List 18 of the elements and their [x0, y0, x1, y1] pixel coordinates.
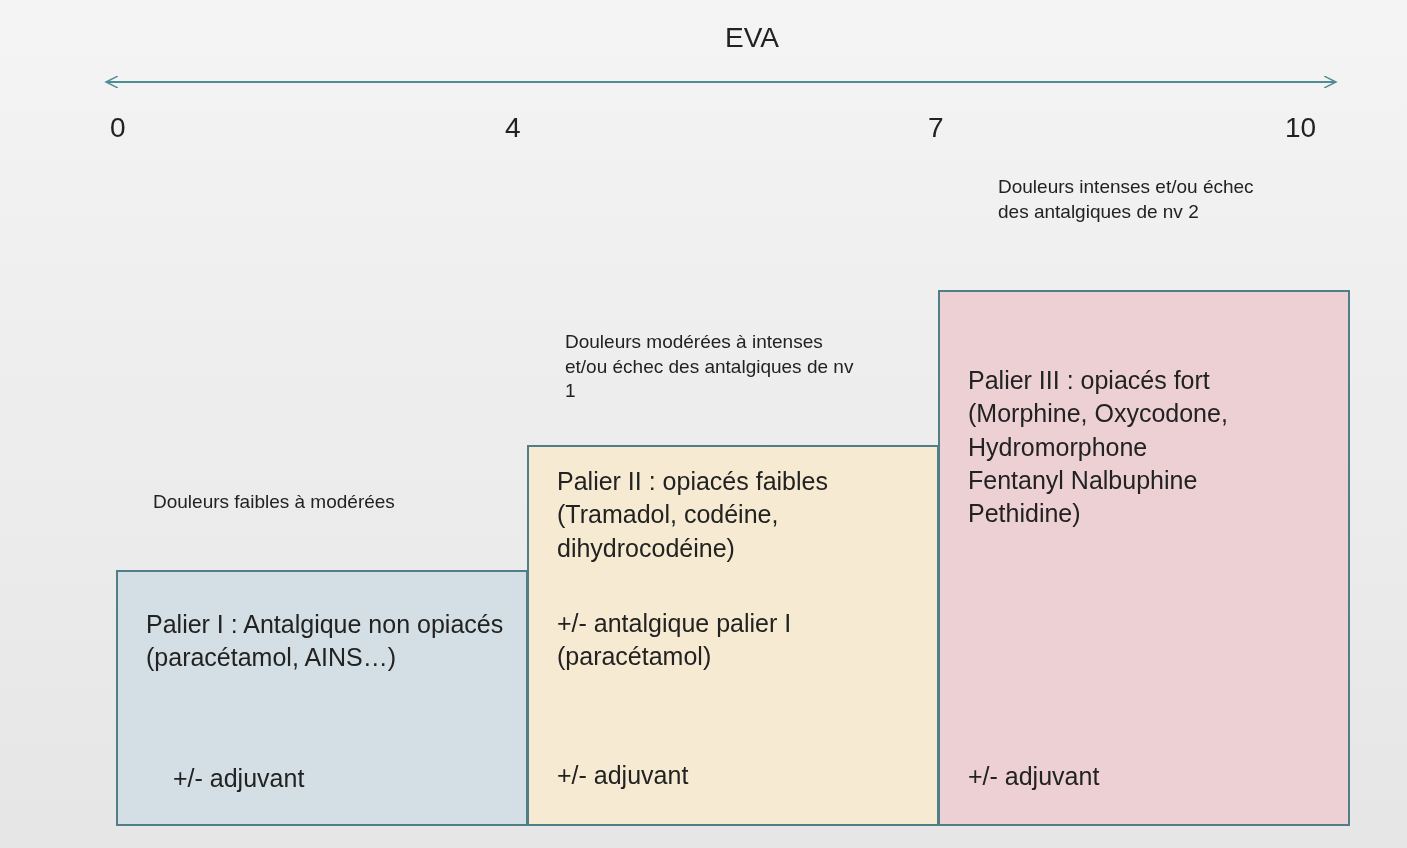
indication-text: Douleurs modérées à intenses et/ou échec des antalgiques de nv 1 [565, 330, 855, 404]
step-box [527, 445, 939, 826]
indication-text: Douleurs faibles à modérées [153, 490, 396, 514]
step-note: +/- adjuvant [173, 763, 306, 794]
step-box [938, 290, 1350, 826]
step-note: +/- antalgique palier I (paracétamol) [557, 608, 793, 673]
axis-title: EVA [725, 22, 779, 54]
step-heading: Palier I : Antalgique non opiacés (paracétamol, AINS…) [146, 609, 505, 674]
tick-label: 7 [928, 112, 944, 144]
step-note: +/- adjuvant [557, 760, 690, 791]
step-box [116, 570, 528, 826]
tick-label: 10 [1285, 112, 1317, 144]
tick-label: 0 [110, 112, 126, 144]
step-heading: Palier III : opiacés fort (Morphine, Oxycodone, Hydromorphone Fentanyl Nalbuphine Pethidine) [968, 365, 1228, 529]
tick-label: 4 [505, 112, 521, 144]
indication-text: Douleurs intenses et/ou échec des antalgiques de nv 2 [998, 175, 1255, 224]
step-note: +/- adjuvant [968, 761, 1101, 792]
step-heading: Palier II : opiacés faibles (Tramadol, codéine, dihydrocodéine) [557, 466, 829, 564]
